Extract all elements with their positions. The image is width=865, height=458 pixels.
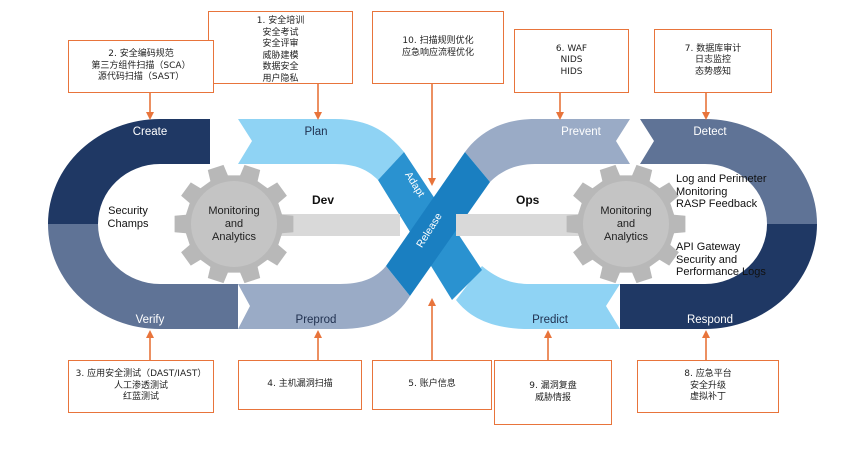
verify-segment — [48, 224, 238, 329]
prevent-segment — [465, 119, 630, 182]
respond-segment — [620, 224, 817, 329]
box-8: 8. 应急平台 安全升级 虚拟补丁 — [637, 360, 779, 413]
box-5: 5. 账户信息 — [372, 360, 492, 410]
gear-hub — [583, 181, 669, 267]
security-champs-text: Security Champs — [107, 205, 149, 230]
box-10: 10. 扫描规则优化 应急响应流程优化 — [372, 11, 504, 84]
gear-hub — [191, 181, 277, 267]
box-4: 4. 主机漏洞扫描 — [238, 360, 362, 410]
dev-label: Dev — [312, 193, 335, 207]
detect-label: Detect — [693, 126, 727, 138]
create-segment — [48, 119, 210, 224]
box-1: 1. 安全培训 安全考试 安全评审 威胁建模 数据安全 用户隐私 — [208, 11, 353, 84]
plan-label: Plan — [304, 126, 328, 138]
right-gear-text: Monitoring and Analytics — [600, 205, 652, 243]
gear-left-icon — [174, 164, 294, 284]
create-label: Create — [132, 126, 168, 138]
release-ribbon — [386, 152, 490, 296]
log-monitoring-text: Log and Perimeter Monitoring RASP Feedba… — [676, 173, 767, 210]
verify-label: Verify — [135, 314, 165, 326]
plan-segment — [238, 119, 404, 180]
prevent-label: Prevent — [561, 126, 601, 138]
predict-segment — [456, 266, 620, 329]
detect-segment — [640, 119, 817, 224]
respond-label: Respond — [686, 314, 734, 326]
gear-right-icon — [566, 164, 686, 284]
left-gear-text: Monitoring and Analytics — [208, 205, 260, 243]
preprod-label: Preprod — [295, 314, 337, 326]
box-9: 9. 漏洞复盘 威胁情报 — [494, 360, 612, 425]
box-7: 7. 数据库审计 日志监控 态势感知 — [654, 29, 772, 93]
box-6: 6. WAF NIDS HIDS — [514, 29, 629, 93]
ops-label: Ops — [516, 193, 540, 207]
box-3: 3. 应用安全测试（DAST/IAST） 人工渗透测试 红蓝测试 — [68, 360, 214, 413]
box-2: 2. 安全编码规范 第三方组件扫描（SCA） 源代码扫描（SAST） — [68, 40, 214, 93]
predict-label: Predict — [532, 314, 568, 326]
api-gateway-text: API Gateway Security and Performance Log… — [676, 241, 766, 278]
preprod-segment — [238, 266, 410, 329]
